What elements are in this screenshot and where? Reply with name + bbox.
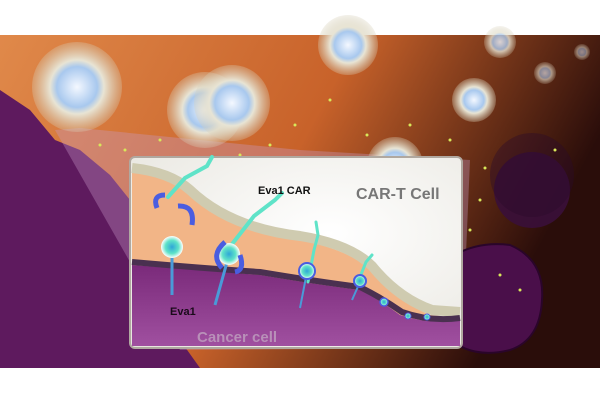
- eva1-molecule: [298, 262, 316, 280]
- dying-cancer-cell: [490, 133, 574, 228]
- eva1-molecule: [404, 312, 412, 320]
- eva1-antigens: [153, 192, 431, 321]
- cytokine-particles: [98, 98, 557, 307]
- eva1-molecule: [161, 236, 183, 258]
- eva1-molecule: [218, 243, 240, 265]
- eva1-molecule: [423, 313, 431, 321]
- inset-panel: [129, 156, 463, 349]
- cancer-region: [132, 265, 460, 346]
- eva1-car-label: Eva1 CAR: [258, 185, 311, 197]
- eva1-label: Eva1: [170, 306, 196, 318]
- cart-cell-label: CAR-T Cell: [356, 186, 440, 203]
- eva1-molecule: [353, 274, 367, 288]
- cancer-cell-label: Cancer cell: [197, 329, 277, 346]
- eva1-molecule: [379, 297, 389, 307]
